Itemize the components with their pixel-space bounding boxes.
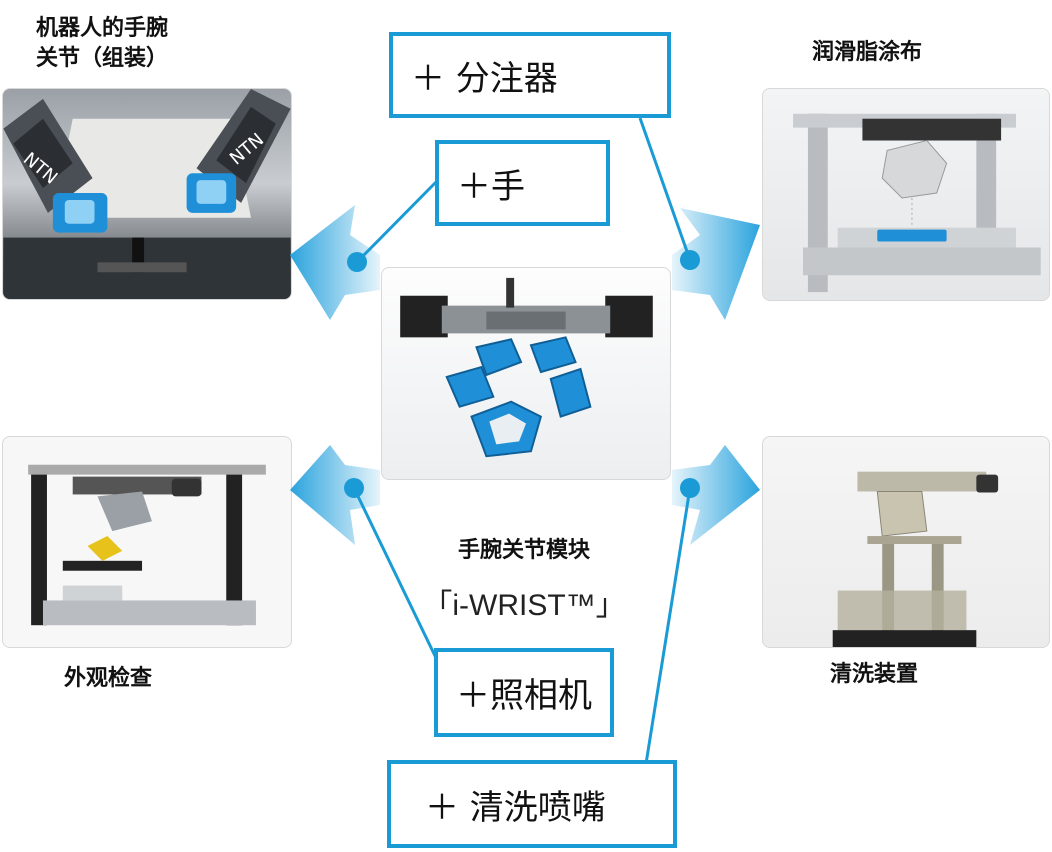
photo-cleaning-device: [762, 436, 1050, 648]
module-name: 「i-WRIST™」: [422, 589, 626, 622]
label-add-cleaning-nozzle: ＋ 清洗喷嘴: [425, 787, 606, 828]
line-camera: [352, 487, 439, 661]
label-add-hand: ＋手: [457, 166, 525, 207]
i-wrist-illustration: [400, 277, 653, 458]
photo-visual-inspection: [2, 436, 292, 648]
grease-coating-illustration: [793, 113, 1041, 293]
caption-visual-inspection: 外观检查: [64, 666, 153, 691]
arrow-to-visual-inspection: [290, 445, 380, 545]
visual-inspection-illustration: [28, 464, 266, 626]
photo-i-wrist-module: [381, 267, 671, 480]
label-add-dispenser: ＋ 分注器: [411, 58, 558, 99]
photo-grease-coating: [762, 88, 1050, 301]
dot-hand: [347, 252, 367, 272]
dot-dispenser: [680, 250, 700, 270]
dot-nozzle: [680, 478, 700, 498]
left-robot-arm: NTN: [3, 98, 108, 233]
arrow-to-grease-coating: [672, 208, 760, 320]
caption-grease-coating: 润滑脂涂布: [812, 40, 923, 65]
photo-robot-wrist-assembly: NTN NTN: [2, 88, 292, 300]
right-robot-arm: NTN: [186, 89, 291, 213]
arrow-to-robot-assembly: [290, 205, 380, 320]
box-add-camera: ＋照相机: [434, 648, 614, 737]
robot-assembly-illustration: NTN NTN: [3, 89, 291, 299]
cleaning-device-illustration: [832, 471, 999, 647]
module-title: 手腕关节模块: [457, 538, 590, 563]
dot-camera: [344, 478, 364, 498]
caption-robot-wrist-line2: 关节（组装）: [36, 46, 169, 71]
box-add-hand: ＋手: [435, 140, 610, 226]
caption-robot-wrist-assembly: 机器人的手腕 关节（组装）: [36, 14, 168, 74]
line-hand: [355, 176, 442, 264]
line-dispenser: [638, 117, 692, 261]
line-nozzle: [643, 487, 692, 771]
blue-link-mechanism: [445, 336, 592, 458]
arrow-to-cleaning-device: [672, 445, 760, 545]
caption-cleaning-device: 清洗装置: [830, 662, 919, 687]
label-add-camera: ＋照相机: [456, 676, 592, 716]
box-add-cleaning-nozzle: ＋ 清洗喷嘴: [387, 760, 677, 848]
caption-robot-wrist-line1: 机器人的手腕: [36, 16, 169, 41]
box-add-dispenser: ＋ 分注器: [389, 32, 671, 118]
